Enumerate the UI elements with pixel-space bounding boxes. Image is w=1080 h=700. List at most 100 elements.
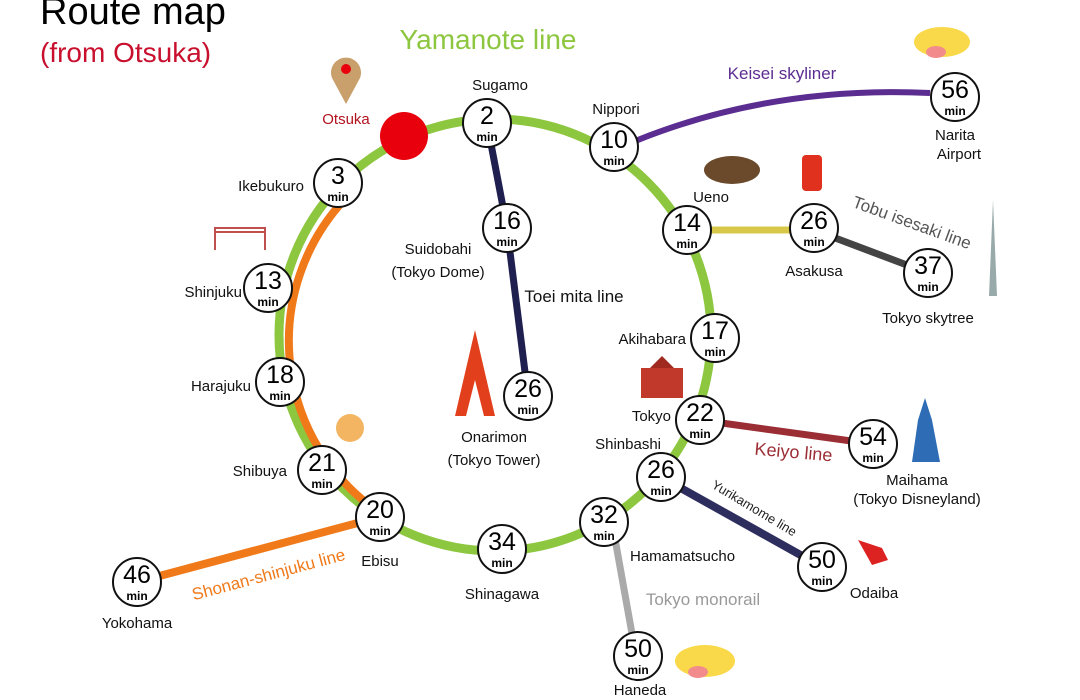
minutes-unit: min bbox=[311, 477, 332, 491]
station-marker[interactable] bbox=[112, 557, 162, 607]
travel-minutes: 50 bbox=[624, 635, 652, 663]
station-marker[interactable] bbox=[789, 203, 839, 253]
station-marker[interactable] bbox=[903, 248, 953, 298]
monorail-label: Tokyo monorail bbox=[646, 590, 760, 609]
palace-icon bbox=[641, 356, 683, 398]
station-marker[interactable] bbox=[589, 122, 639, 172]
toei-label: Toei mita line bbox=[524, 287, 623, 306]
station-name: Akihabara bbox=[618, 331, 686, 348]
travel-minutes: 50 bbox=[808, 546, 836, 574]
minutes-unit: min bbox=[676, 237, 697, 251]
station-marker[interactable] bbox=[313, 158, 363, 208]
station-marker[interactable] bbox=[613, 631, 663, 681]
zoo-icon bbox=[704, 156, 760, 184]
station-marker[interactable] bbox=[797, 542, 847, 592]
station-name: Tokyo skytree bbox=[882, 310, 974, 327]
travel-minutes: 46 bbox=[123, 561, 151, 589]
station-marker[interactable] bbox=[579, 497, 629, 547]
travel-minutes: 14 bbox=[673, 209, 701, 237]
station-marker[interactable] bbox=[503, 371, 553, 421]
travel-minutes: 26 bbox=[514, 375, 542, 403]
page-subtitle: (from Otsuka) bbox=[40, 37, 211, 68]
travel-minutes: 37 bbox=[914, 252, 942, 280]
station-subname: (Tokyo Disneyland) bbox=[853, 491, 981, 508]
station-name: Shinbashi bbox=[595, 436, 661, 453]
station-name: Suidobahi bbox=[405, 241, 472, 258]
minutes-unit: min bbox=[269, 389, 290, 403]
station-name: Harajuku bbox=[191, 378, 251, 395]
station-marker[interactable] bbox=[690, 313, 740, 363]
station-name: Shinagawa bbox=[465, 586, 540, 603]
minutes-unit: min bbox=[327, 190, 348, 204]
castle-icon bbox=[912, 398, 940, 462]
travel-minutes: 22 bbox=[686, 399, 714, 427]
station-name: Nippori bbox=[592, 101, 640, 118]
station-marker[interactable] bbox=[662, 205, 712, 255]
toei-mita-line bbox=[483, 122, 532, 397]
minutes-unit: min bbox=[496, 235, 517, 249]
station-name: Shibuya bbox=[233, 463, 288, 480]
yurikamome-line bbox=[659, 473, 824, 571]
station-name: Ueno bbox=[693, 189, 729, 206]
dog-icon bbox=[336, 414, 364, 442]
minutes-unit: min bbox=[603, 154, 624, 168]
travel-minutes: 13 bbox=[254, 267, 282, 295]
station-name: Sugamo bbox=[472, 77, 528, 94]
station-marker[interactable] bbox=[462, 98, 512, 148]
station-name: Hamamatsucho bbox=[630, 548, 735, 565]
travel-minutes: 18 bbox=[266, 361, 294, 389]
keisei-label: Keisei skyliner bbox=[728, 64, 837, 83]
station-marker[interactable] bbox=[482, 203, 532, 253]
station-marker[interactable] bbox=[675, 395, 725, 445]
station-marker[interactable] bbox=[297, 445, 347, 495]
keiyo-line bbox=[699, 416, 874, 448]
station-marker[interactable] bbox=[255, 357, 305, 407]
skytree-icon bbox=[989, 200, 997, 296]
minutes-unit: min bbox=[126, 589, 147, 603]
station-marker[interactable] bbox=[930, 72, 980, 122]
station-name: Onarimon bbox=[461, 429, 527, 446]
origin-station-dot[interactable] bbox=[380, 112, 428, 160]
map-pin-icon bbox=[331, 57, 361, 104]
station-marker[interactable] bbox=[243, 263, 293, 313]
kaminarimon-icon bbox=[802, 155, 822, 191]
travel-minutes: 17 bbox=[701, 317, 729, 345]
station-subname: (Tokyo Tower) bbox=[447, 452, 540, 469]
airplane-icon bbox=[914, 27, 970, 58]
station-marker[interactable] bbox=[848, 419, 898, 469]
station-marker[interactable] bbox=[477, 524, 527, 574]
station-marker[interactable] bbox=[636, 452, 686, 502]
minutes-unit: min bbox=[650, 484, 671, 498]
station-name: Shinjuku bbox=[184, 284, 242, 301]
station-subname: (Tokyo Dome) bbox=[391, 264, 484, 281]
minutes-unit: min bbox=[803, 235, 824, 249]
station-marker[interactable] bbox=[355, 492, 405, 542]
travel-minutes: 21 bbox=[308, 449, 336, 477]
travel-minutes: 3 bbox=[331, 162, 345, 190]
tobu-label: Tobu isesaki line bbox=[850, 193, 974, 254]
minutes-unit: min bbox=[257, 295, 278, 309]
station-name: Maihama bbox=[886, 472, 948, 489]
